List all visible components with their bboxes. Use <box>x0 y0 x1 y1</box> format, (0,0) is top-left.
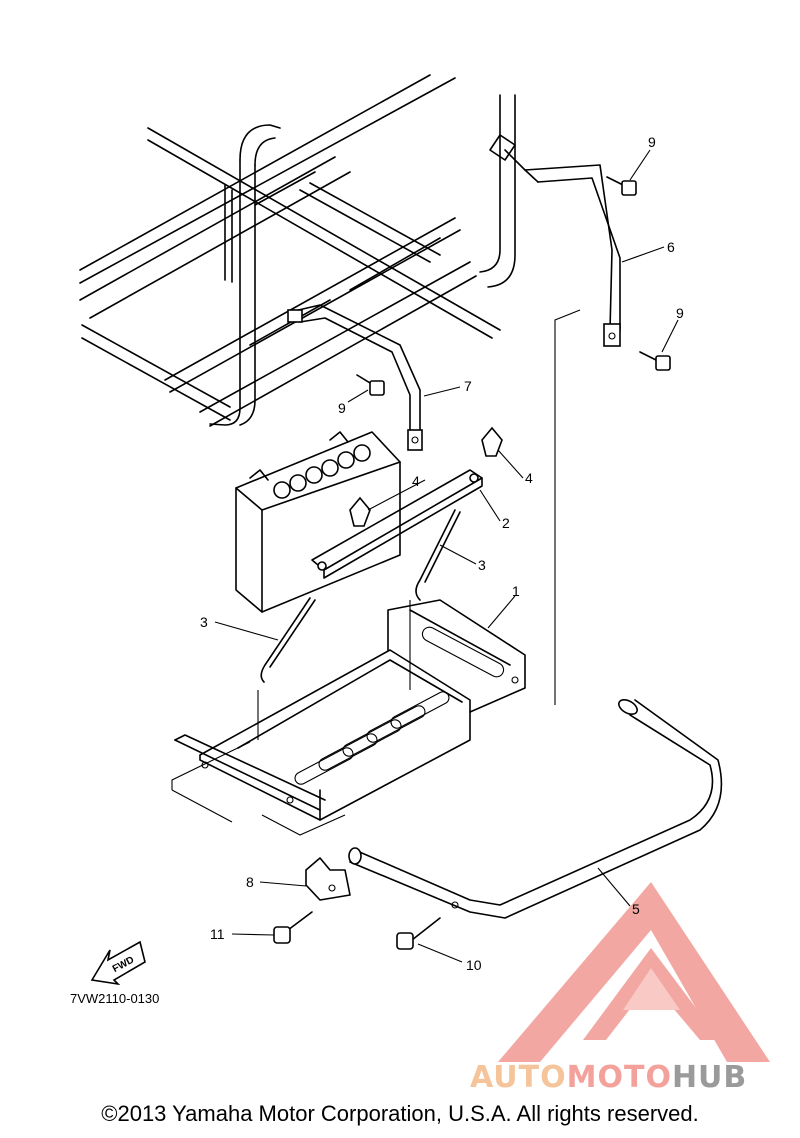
callout-4-left: 4 <box>412 473 420 489</box>
bolt-10 <box>396 917 441 950</box>
callout-5: 5 <box>632 901 640 917</box>
callout-9-upper: 9 <box>648 134 656 150</box>
callout-1: 1 <box>512 583 520 599</box>
watermark-auto: AUTO <box>470 1060 567 1095</box>
watermark-logo <box>498 882 770 1062</box>
callout-11: 11 <box>210 926 225 942</box>
callout-9-right: 9 <box>676 305 684 321</box>
callout-3-right: 3 <box>478 557 486 573</box>
fwd-arrow-icon: FWD <box>90 940 146 986</box>
bolt-11 <box>273 911 313 944</box>
callout-6: 6 <box>667 239 675 255</box>
vehicle-frame <box>79 74 516 427</box>
battery <box>235 431 401 613</box>
part-1-tray <box>171 309 581 836</box>
part-4-nut-left <box>349 496 371 527</box>
callout-9-left: 9 <box>338 400 346 416</box>
callout-leaders <box>214 149 679 963</box>
part-4-nut-right <box>481 426 503 457</box>
part-2-holder <box>311 469 483 579</box>
callout-4-right: 4 <box>525 470 533 486</box>
watermark-hub: HUB <box>672 1060 747 1095</box>
callout-10: 10 <box>466 957 482 973</box>
part-6-brace <box>489 134 621 347</box>
watermark-moto: MOTO <box>567 1060 672 1095</box>
bolt-9-upper <box>606 176 637 196</box>
part-3-rod-left <box>260 597 316 683</box>
part-code: 7VW2110-0130 <box>70 991 159 1006</box>
part-8-clamp <box>305 857 351 901</box>
callout-3-left: 3 <box>200 614 208 630</box>
callout-labels: 1 2 3 3 4 4 5 6 7 8 9 9 9 10 11 <box>200 134 684 973</box>
part-7-brace <box>287 304 423 451</box>
callout-7: 7 <box>464 378 472 394</box>
watermark-text: AUTOMOTOHUB <box>470 1060 747 1095</box>
part-5-pipe <box>348 698 723 919</box>
bolt-9-right <box>639 351 671 371</box>
copyright-notice: ©2013 Yamaha Motor Corporation, U.S.A. A… <box>101 1101 699 1126</box>
callout-2: 2 <box>502 515 510 531</box>
callout-8: 8 <box>246 874 254 890</box>
bolt-9-left <box>356 374 385 396</box>
part-3-rod-right <box>415 509 461 601</box>
